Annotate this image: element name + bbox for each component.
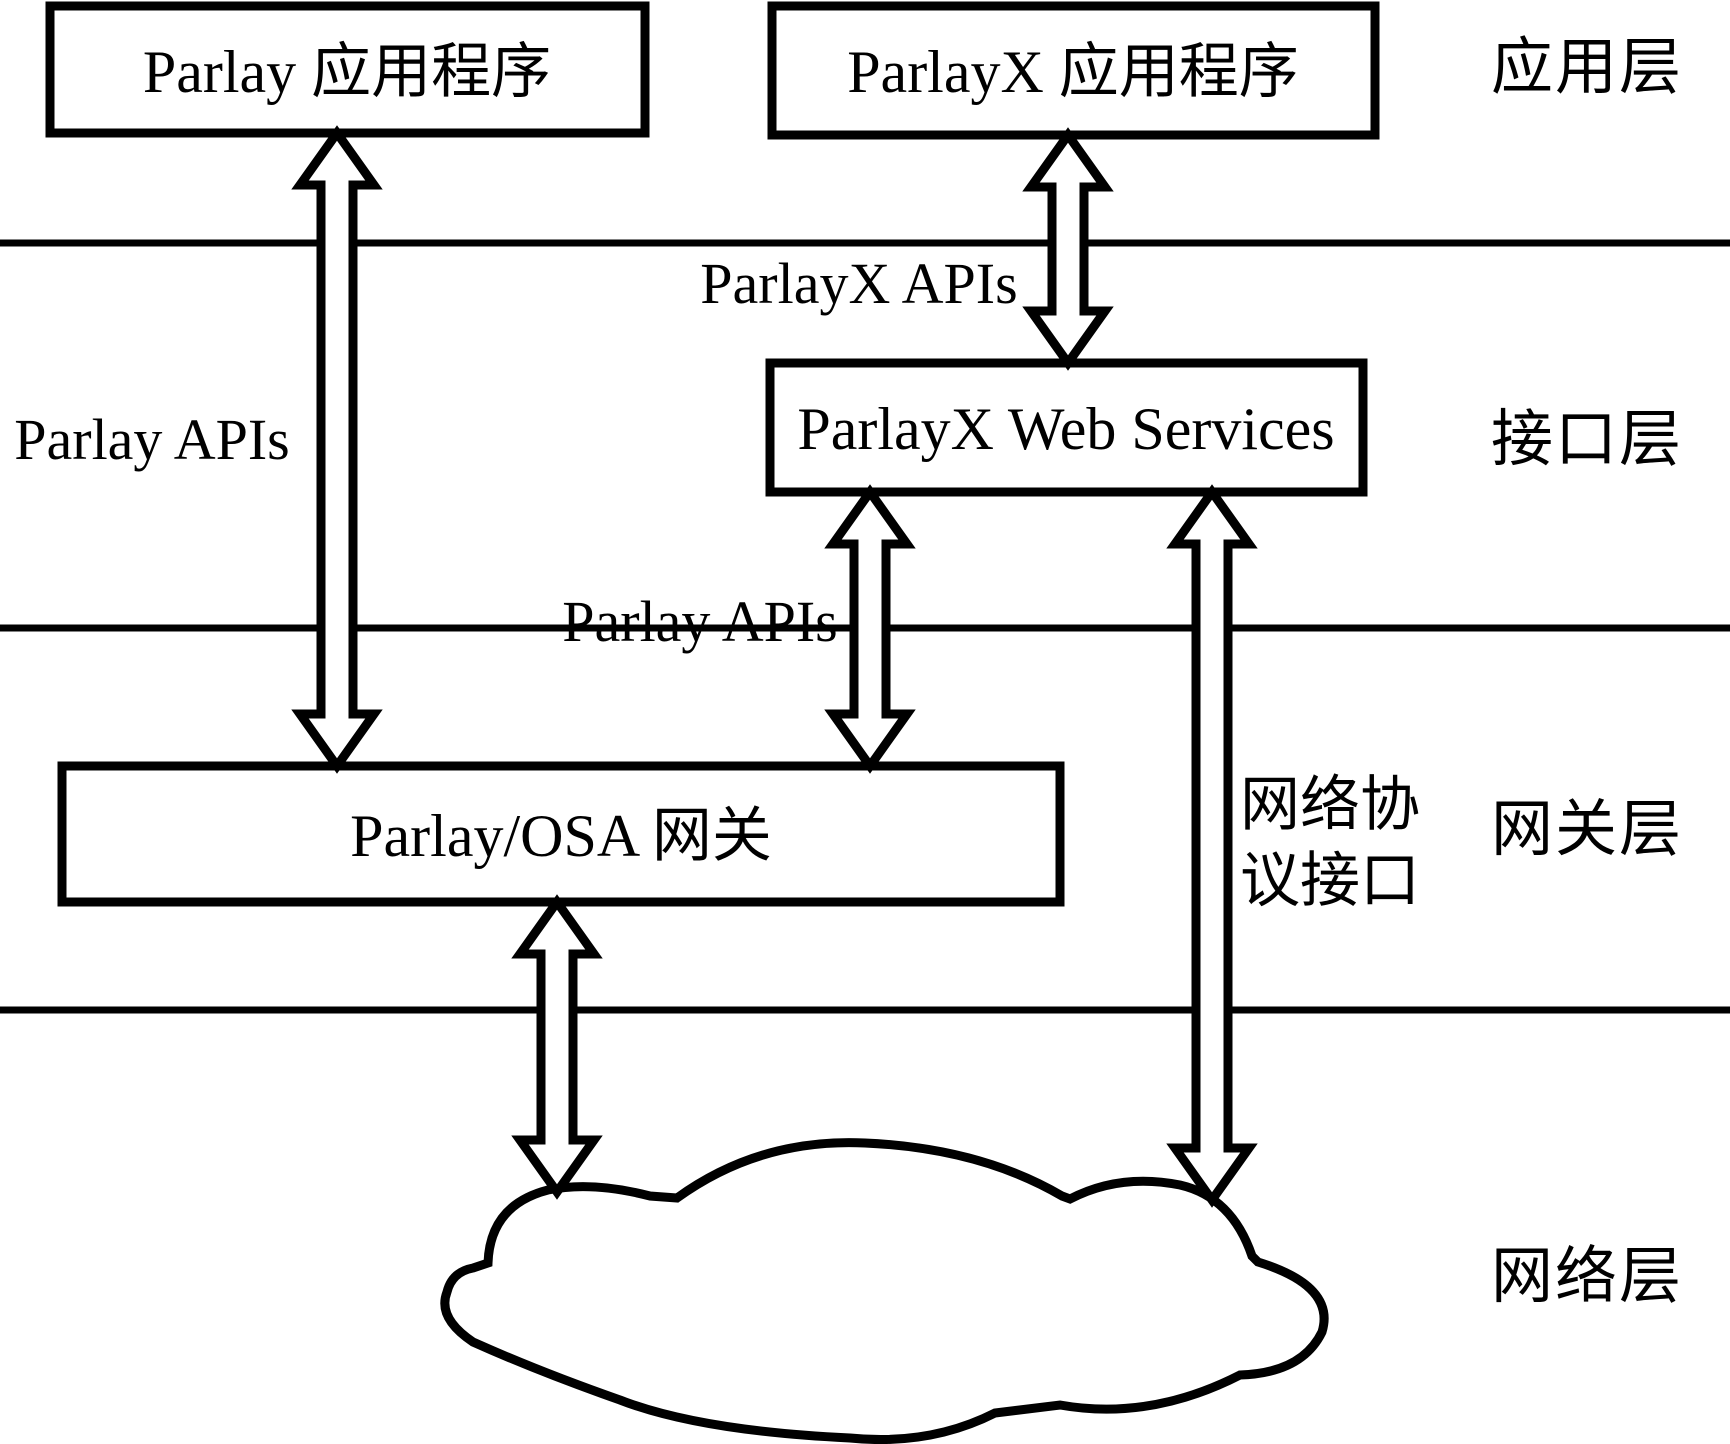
parlayx-web-services-box [765, 358, 1368, 497]
layer-label-interface: 接口层 [1490, 405, 1684, 474]
parlayx-app-label: ParlayX 应用程序 [847, 39, 1299, 105]
parlay-osa-gateway-label: Parlay/OSA 网关 [350, 803, 772, 869]
parlayx-apis-arrow [1022, 127, 1114, 371]
network-protocol-interface-line1: 网络协 [1240, 772, 1420, 838]
parlayx-web-services-label: ParlayX Web Services [797, 396, 1335, 462]
parlay-apis-middle-label: Parlay APIs [562, 589, 838, 655]
gateway-network-arrow [511, 894, 603, 1200]
layer-label-network: 网络层 [1490, 1242, 1684, 1311]
parlay-app-label: Parlay 应用程序 [142, 39, 552, 105]
network-protocol-arrow [1166, 484, 1258, 1208]
parlayx-apis-label: ParlayX APIs [700, 251, 1018, 317]
parlay-apis-left-label: Parlay APIs [14, 407, 290, 473]
network-cloud-shape [440, 1138, 1329, 1444]
parlayx-app-box [767, 1, 1380, 140]
network-protocol-interface-line2: 议接口 [1240, 848, 1420, 914]
layer-label-gateway: 网关层 [1490, 795, 1684, 864]
network-protocol-interface-label: 网络协 议接口 [1240, 767, 1440, 919]
web-services-gateway-arrow [824, 484, 916, 774]
parlay-apis-arrow [291, 125, 383, 774]
parlay-app-box [45, 1, 650, 138]
layer-label-application: 应用层 [1490, 33, 1684, 102]
